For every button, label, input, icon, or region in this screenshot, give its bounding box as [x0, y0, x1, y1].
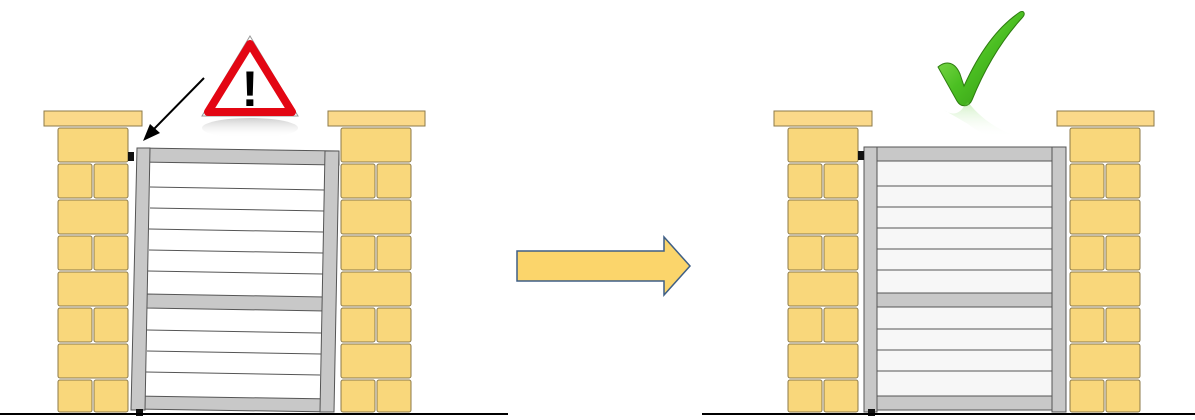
brick [1105, 235, 1141, 271]
brick [376, 163, 412, 199]
brick [1069, 235, 1105, 271]
brick [823, 379, 859, 413]
brick [340, 379, 376, 413]
hinge [868, 409, 875, 416]
pillar-bricks [1069, 127, 1141, 413]
pillar-cap [773, 110, 873, 127]
brick [1069, 163, 1105, 199]
brick [823, 163, 859, 199]
pillar-bricks [787, 127, 859, 413]
brick [1069, 127, 1141, 163]
brick [340, 199, 412, 235]
brick [57, 127, 129, 163]
brick [93, 307, 129, 343]
brick [57, 199, 129, 235]
hinge [858, 151, 864, 160]
pillar-cap [327, 110, 426, 127]
left-pillar-before [43, 110, 143, 413]
pointer-arrow [143, 77, 205, 141]
right-pillar-before [327, 110, 426, 413]
brick [93, 379, 129, 413]
warning-mark: ! [242, 61, 259, 117]
brick [1105, 379, 1141, 413]
brick [57, 307, 93, 343]
brick [340, 343, 412, 379]
brick [787, 199, 859, 235]
after-scene [702, 11, 1195, 416]
brick [1069, 199, 1141, 235]
brick [1105, 307, 1141, 343]
brick [57, 235, 93, 271]
right-pillar-after [1056, 110, 1155, 413]
sagging-gate [128, 147, 340, 416]
brick [1069, 343, 1141, 379]
checkmark-icon [937, 11, 1025, 138]
brick [787, 307, 823, 343]
brick [787, 127, 859, 163]
brick [57, 379, 93, 413]
brick [340, 127, 412, 163]
left-pillar-after [773, 110, 873, 413]
brick [340, 271, 412, 307]
before-scene: ! [0, 35, 508, 416]
pillar-bricks [340, 127, 412, 413]
brick [1069, 271, 1141, 307]
brick [787, 271, 859, 307]
brick [787, 379, 823, 413]
brick [57, 271, 129, 307]
brick [787, 235, 823, 271]
brick [340, 235, 376, 271]
hinge [136, 409, 143, 416]
brick [1105, 163, 1141, 199]
aligned-gate [858, 146, 1067, 416]
brick [1069, 379, 1105, 413]
brick [57, 163, 93, 199]
brick [1069, 307, 1105, 343]
brick [787, 163, 823, 199]
hinge [128, 152, 134, 161]
brick [376, 379, 412, 413]
brick [57, 343, 129, 379]
brick [823, 307, 859, 343]
brick [340, 163, 376, 199]
brick [787, 343, 859, 379]
brick [823, 235, 859, 271]
brick [340, 307, 376, 343]
brick [376, 307, 412, 343]
pillar-cap [1056, 110, 1155, 127]
brick [93, 235, 129, 271]
brick [93, 163, 129, 199]
pillar-bricks [57, 127, 129, 413]
transition-arrow-icon [516, 235, 692, 297]
warning-icon: ! [201, 35, 299, 138]
brick [376, 235, 412, 271]
pillar-cap [43, 110, 143, 127]
